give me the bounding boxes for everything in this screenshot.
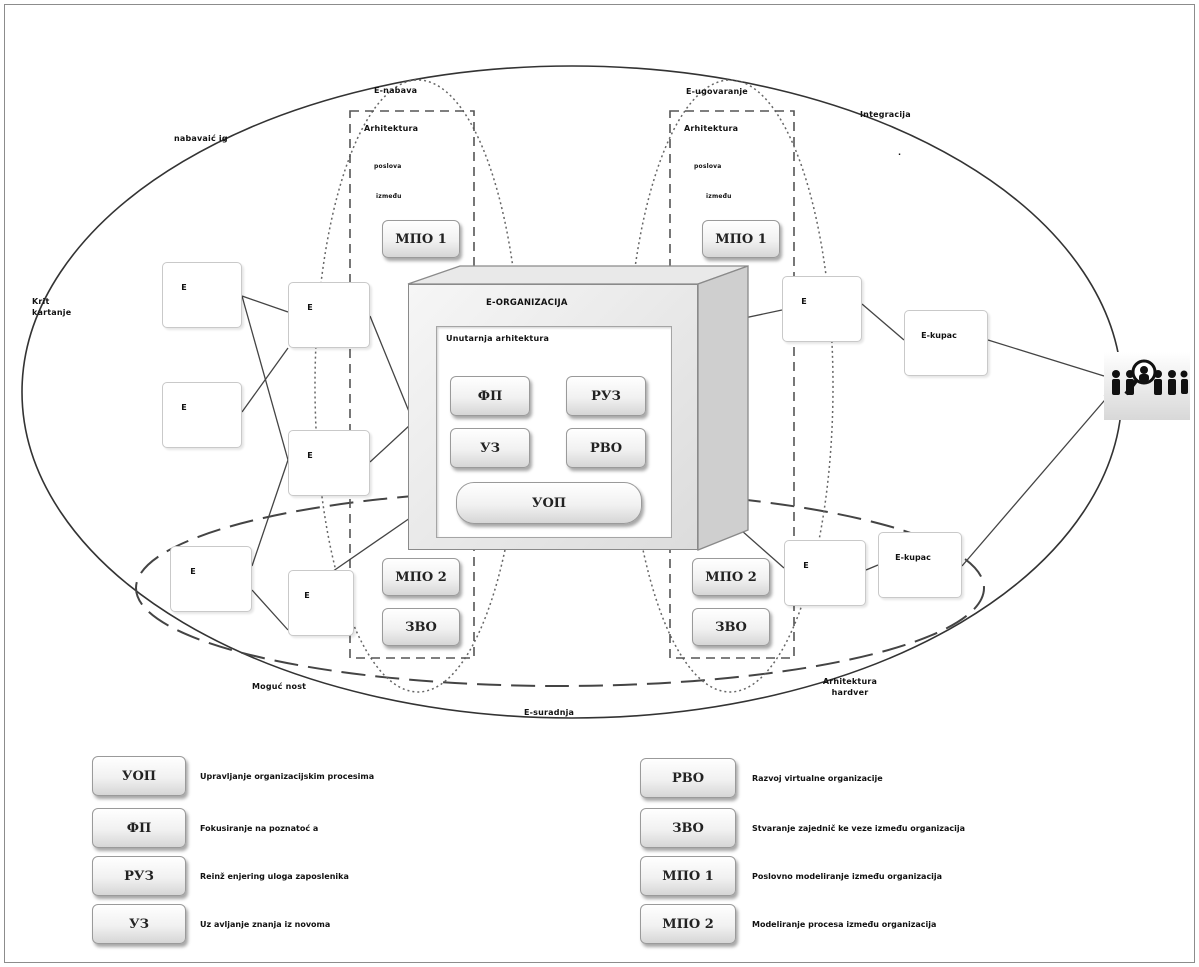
legend-code-zvo: ЗВО [640,808,736,848]
legend-code-uz: УЗ [92,904,186,944]
cube-title: E-ORGANIZACIJA [486,298,568,308]
left-inner-box[interactable]: E [288,282,370,348]
e-customer-box-label: E-kupac [895,553,931,562]
uz-button[interactable]: УЗ [450,428,530,468]
left-inner-box-label: E [304,591,310,600]
legend-code-rvo: РВО [640,758,736,798]
right-inner-box-label: E [801,297,807,306]
procurement-note-label: nabavaić ig [174,134,228,143]
legend-text-rvo: Razvoj virtualne organizacije [752,774,883,783]
legend-text-mpo2: Modeliranje procesa između organizacija [752,920,937,929]
left-inner-box[interactable]: E [288,570,354,636]
right-inner-box[interactable]: E [784,540,866,606]
e-procurement-label: E-nabava [374,86,418,95]
ruz-button[interactable]: РУЗ [566,376,646,416]
e-customer-box-label: E-kupac [921,331,957,340]
diagram-frame [4,4,1195,963]
e-customer-box[interactable]: E-kupac [878,532,962,598]
collaboration-ellipse [135,489,985,687]
e-contracting-label: E-ugovaranje [686,87,748,96]
left-inner-box-label: E [307,303,313,312]
left-outer-box[interactable]: E [162,262,242,328]
right-column-label-2: poslova [694,163,722,170]
left-outer-box[interactable]: E [162,382,242,448]
legend-text-uop: Upravljanje organizacijskim procesima [200,772,375,781]
legend-text-mpo1: Poslovno modeliranje između organizacija [752,872,943,881]
integration-label: Integracija [860,110,911,119]
left-outer-box[interactable]: E [170,546,252,612]
left-inner-box-label: E [307,451,313,460]
mpo2-left-button[interactable]: МПО 2 [382,558,460,596]
mpo1-left-button[interactable]: МПО 1 [382,220,460,258]
legend-text-uz: Uz avljanje znanja iz novoma [200,920,331,929]
zvo-right-button[interactable]: ЗВО [692,608,770,646]
left-connectors [241,295,411,631]
legend-code-mpo2: МПО 2 [640,904,736,944]
left-outer-box-label: E [181,283,187,292]
uop-button[interactable]: УОП [456,482,642,524]
left-column-label-2: poslova [374,163,402,170]
right-inner-box-label: E [803,561,809,570]
e-customer-box[interactable]: E-kupac [904,310,988,376]
legend-code-uop: УОП [92,756,186,796]
mpo2-right-button[interactable]: МПО 2 [692,558,770,596]
left-column-label-1: Arhitektura [364,124,419,133]
rvo-button[interactable]: РВО [566,428,646,468]
legend-code-mpo1: МПО 1 [640,856,736,896]
cube-side [697,265,749,551]
legend-text-ruz: Reinž enjering uloga zaposlenika [200,872,349,881]
left-outer-box-label: E [190,567,196,576]
cube-subtitle: Unutarnja arhitektura [446,334,550,343]
right-column-label-1: Arhitektura [684,124,739,133]
left-column-label-3: između [376,193,402,200]
zvo-left-button[interactable]: ЗВО [382,608,460,646]
e-collaboration-label: E-suradnja [524,708,575,717]
possibility-label: Moguć nost [252,682,307,691]
hardware-architecture-label: Arhitektura hardver [822,677,878,697]
left-inner-box[interactable]: E [288,430,370,496]
legend-code-ruz: РУЗ [92,856,186,896]
critical-mapping-label: Krit kartanje [32,297,72,317]
mpo1-right-button[interactable]: МПО 1 [702,220,780,258]
legend-code-fp: ФП [92,808,186,848]
integration-dot: . [898,148,902,157]
legend-text-zvo: Stvaranje zajednič ke veze između organi… [752,824,965,833]
cube-top [407,265,749,285]
right-inner-box[interactable]: E [782,276,862,342]
right-dotted-ellipse [626,79,834,693]
fp-button[interactable]: ФП [450,376,530,416]
right-column-label-3: između [706,193,732,200]
people-group-magnifier-icon [1104,352,1190,420]
legend-text-fp: Fokusiranje na poznatoć a [200,824,319,833]
left-outer-box-label: E [181,403,187,412]
